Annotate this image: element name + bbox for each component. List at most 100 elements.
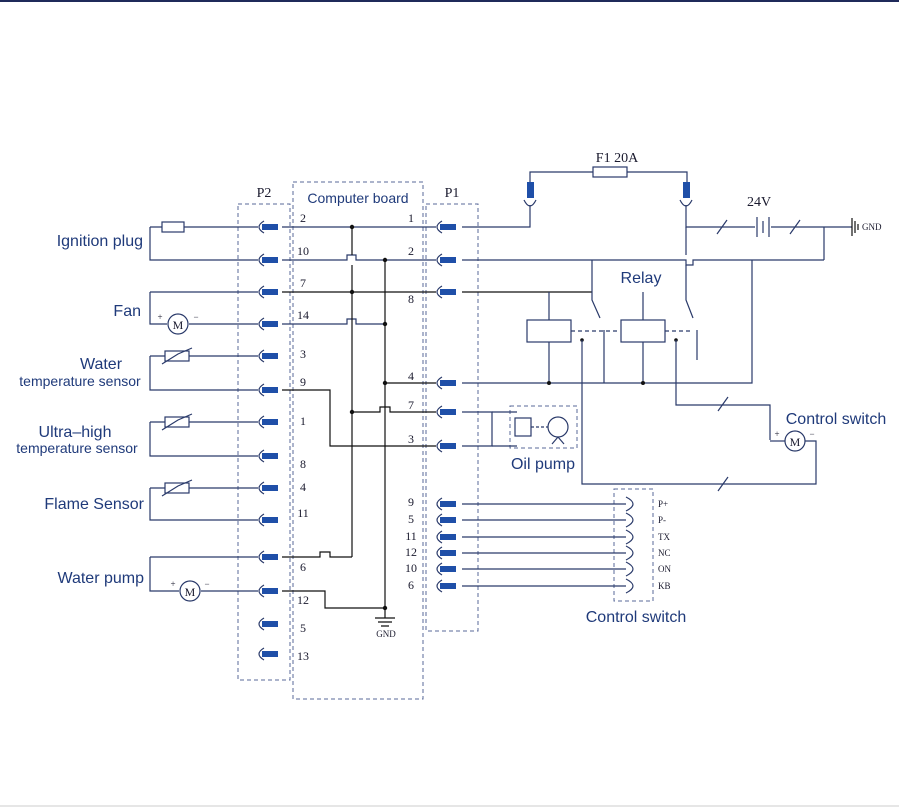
pin-number: 6 — [408, 578, 414, 592]
computer-board-label: Computer board — [307, 190, 408, 206]
pin-number: 10 — [297, 244, 309, 258]
pin-hook — [436, 513, 443, 527]
pin-bar — [440, 409, 456, 415]
p1-pin-4: 4 — [408, 369, 456, 390]
control-pin-hook — [625, 545, 634, 561]
pin-number: 12 — [405, 545, 417, 559]
board-wire-p2-9-p1-3 — [282, 389, 436, 447]
oil-pump-box — [509, 405, 578, 449]
pin-bar — [440, 501, 456, 507]
control-motor-plus: + — [774, 429, 779, 439]
pin-bar — [262, 621, 278, 627]
pin-hook — [258, 317, 265, 331]
ultra-high-wire — [149, 421, 258, 457]
p2-pin-2: 2 — [258, 211, 306, 234]
pin-number: 6 — [300, 560, 306, 574]
pin-number: 5 — [408, 512, 414, 526]
fuse-wire — [529, 171, 688, 182]
p2-pin-13: 13 — [258, 647, 309, 663]
pin-bar — [262, 485, 278, 491]
flame-sensor-wire — [149, 487, 258, 521]
ultra-high-thermistor-icon — [164, 416, 190, 428]
fan-label: Fan — [113, 303, 141, 320]
pin-number: 2 — [300, 211, 306, 225]
p2-connector-box — [237, 203, 291, 681]
control-switch-motor-wire — [581, 383, 817, 485]
p1-pin-9: 9 — [408, 495, 456, 511]
pin-bar — [262, 321, 278, 327]
pin-hook — [436, 546, 443, 560]
pin-hook — [436, 579, 443, 593]
pin-number: 14 — [297, 308, 309, 322]
water-pump-label: Water pump — [57, 570, 144, 587]
battery-switch-icon — [716, 219, 801, 235]
battery-icon — [756, 217, 770, 237]
p2-pin-1: 1 — [258, 414, 306, 429]
pin-hook — [258, 383, 265, 397]
pin-number: 3 — [408, 432, 414, 446]
pin-number: 13 — [297, 649, 309, 663]
pin-hook — [436, 439, 443, 453]
p2-pin-11: 11 — [258, 506, 309, 527]
pin-number: 4 — [300, 480, 306, 494]
water-temp-thermistor-icon — [164, 350, 190, 362]
pin-number: 2 — [408, 244, 414, 258]
water-temp-label-1: Water — [80, 356, 123, 373]
pin-number: 1 — [300, 414, 306, 428]
wire-p1-1-to-fuse — [462, 205, 531, 228]
gnd-bottom-label: GND — [376, 629, 396, 639]
control-connector-box — [613, 488, 654, 602]
control-pin-label: ON — [658, 564, 671, 574]
pin-hook — [436, 530, 443, 544]
relay1-coil-icon — [526, 319, 572, 343]
water-temp-wire — [149, 355, 258, 391]
fuse-terminal-left — [527, 182, 534, 198]
pin-hook — [436, 405, 443, 419]
p2-pin-5: 5 — [258, 617, 306, 635]
p1-pin-3: 3 — [408, 432, 456, 453]
pin-hook — [258, 513, 265, 527]
p1-pin-8: 8 — [408, 285, 456, 306]
fan-motor-icon — [167, 313, 189, 335]
junction-dot — [641, 381, 645, 385]
oil-pump-coil-icon — [514, 417, 532, 437]
water-temp-label-2: temperature sensor — [19, 373, 141, 389]
junction-dot — [382, 257, 388, 263]
water-pump-motor-symbol: M — [185, 585, 196, 599]
junction-dot — [382, 605, 388, 611]
p2-pin-4: 4 — [258, 480, 306, 495]
junction-dot — [547, 381, 551, 385]
fuse-terminal-right — [683, 182, 690, 198]
oil-pump-motor-base — [551, 436, 565, 445]
p1-pin-1: 1 — [408, 211, 456, 234]
junction-dot — [349, 289, 355, 295]
fuse-hook-left — [523, 199, 537, 207]
control-switch-connector-label: Control switch — [586, 609, 686, 626]
pin-bar — [440, 224, 456, 230]
ultra-high-thermistor-slash — [161, 413, 193, 431]
pin-bar — [440, 380, 456, 386]
pin-hook — [258, 449, 265, 463]
pin-bar — [262, 554, 278, 560]
pin-hook — [258, 253, 265, 267]
pin-bar — [262, 257, 278, 263]
wire-p1-2-supply — [462, 259, 824, 266]
pin-number: 7 — [300, 276, 306, 290]
control-pin-label: TX — [658, 532, 670, 542]
control-pin-label: P+ — [658, 499, 668, 509]
p1-pin-12: 12 — [405, 545, 456, 560]
oil-pump-leads — [492, 411, 517, 447]
pin-bar — [262, 517, 278, 523]
relay-label: Relay — [621, 270, 662, 287]
junction-dot — [382, 321, 388, 327]
pin-hook — [258, 481, 265, 495]
p1-label: P1 — [445, 186, 460, 201]
p1-pin-6: 6 — [408, 578, 456, 593]
pin-bar — [262, 588, 278, 594]
pin-hook — [436, 253, 443, 267]
pin-bar — [440, 257, 456, 263]
pin-bar — [440, 550, 456, 556]
control-pin-label: P- — [658, 515, 666, 525]
p1-pin-10: 10 — [405, 561, 456, 576]
